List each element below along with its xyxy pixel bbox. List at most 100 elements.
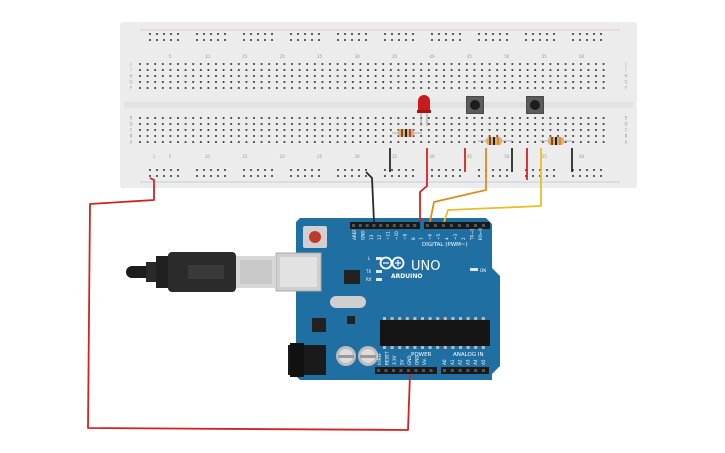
digital-pin-label: RX←0 bbox=[478, 228, 483, 240]
column-label-bottom: 30 bbox=[355, 154, 361, 159]
row-label-right: D bbox=[624, 122, 627, 127]
analog-pin-label: A4 bbox=[473, 359, 478, 365]
column-label-bottom: 50 bbox=[504, 154, 510, 159]
power-pin-label: GND bbox=[415, 355, 420, 365]
arduino-model: UNO bbox=[411, 259, 440, 274]
capacitors bbox=[336, 346, 378, 366]
digital-label: DIGITAL (PWM~) bbox=[422, 242, 468, 248]
row-label-left: H bbox=[129, 74, 132, 79]
row-label-right: A bbox=[625, 140, 628, 145]
digital-pin-label: GND bbox=[360, 230, 365, 240]
row-label-left: B bbox=[130, 134, 133, 139]
digital-pin-label: 13 bbox=[369, 234, 374, 240]
column-label-top: 60 bbox=[579, 54, 585, 59]
onboard-leds: L TX RX ON bbox=[365, 256, 486, 282]
power-pin-label: 3.3V bbox=[392, 355, 397, 365]
row-label-right: E bbox=[625, 116, 628, 121]
power-label: POWER bbox=[411, 352, 432, 358]
column-label-bottom: 5 bbox=[169, 154, 172, 159]
arduino-logo bbox=[379, 256, 405, 270]
row-label-right: J bbox=[624, 62, 626, 67]
led-l-label: L bbox=[368, 256, 371, 261]
column-label-bottom: 40 bbox=[429, 154, 435, 159]
breadboard-holes bbox=[139, 33, 605, 177]
arduino-uno-board[interactable]: L TX RX ON ARDUINO UNO DIGITAL (PWM~) PO… bbox=[275, 218, 500, 380]
column-label-bottom: 45 bbox=[467, 154, 473, 159]
digital-pin-label: 12 bbox=[377, 234, 382, 240]
column-label-bottom: 20 bbox=[280, 154, 286, 159]
crystal bbox=[330, 296, 366, 308]
digital-pin-label: ~3 bbox=[453, 233, 458, 240]
row-label-left: E bbox=[130, 116, 133, 121]
wire-red-pin8[interactable] bbox=[419, 148, 428, 222]
power-pin-label: 5V bbox=[400, 359, 405, 365]
led-rx-label: RX bbox=[366, 277, 372, 282]
wires bbox=[87, 148, 542, 431]
row-label-left: I bbox=[130, 68, 131, 73]
led-tx-label: TX bbox=[365, 269, 371, 274]
power-header[interactable] bbox=[375, 367, 437, 374]
digital-pin-label: ~10 bbox=[394, 231, 399, 240]
analog-label: ANALOG IN bbox=[453, 352, 484, 358]
power-jack[interactable] bbox=[288, 343, 326, 377]
column-label-top: 20 bbox=[280, 54, 286, 59]
digital-pin-label: 2 bbox=[461, 237, 466, 240]
column-label-top: 25 bbox=[317, 54, 323, 59]
row-label-right: G bbox=[624, 80, 627, 85]
resistor-3[interactable] bbox=[540, 137, 572, 145]
column-label-top: 15 bbox=[242, 54, 248, 59]
analog-pin-label: A1 bbox=[450, 359, 455, 365]
power-pin-label: GND bbox=[407, 355, 412, 365]
digital-pin-label: AREF bbox=[352, 229, 357, 240]
wire-yellow-pin6[interactable] bbox=[443, 148, 542, 223]
digital-pin-label: 8 bbox=[411, 237, 416, 240]
digital-header-left[interactable] bbox=[350, 222, 420, 229]
column-label-top: 40 bbox=[429, 54, 435, 59]
row-label-left: A bbox=[130, 140, 133, 145]
column-label-top: 50 bbox=[504, 54, 510, 59]
analog-pin-label: A3 bbox=[465, 359, 470, 365]
digital-pin-label: 4 bbox=[444, 237, 449, 240]
wire-black-gnd[interactable] bbox=[365, 171, 375, 223]
column-label-bottom: 60 bbox=[579, 154, 585, 159]
wire-orange-pin7[interactable] bbox=[429, 148, 487, 223]
row-label-right: B bbox=[625, 134, 628, 139]
digital-pin-label: ~11 bbox=[386, 231, 391, 240]
digital-pin-label: ~5 bbox=[436, 233, 441, 240]
row-label-left: J bbox=[129, 62, 131, 67]
digital-pin-label: 7 bbox=[419, 237, 424, 240]
resistor-1[interactable] bbox=[392, 129, 422, 137]
column-label-top: 30 bbox=[355, 54, 361, 59]
column-label-top: 45 bbox=[467, 54, 473, 59]
red-led[interactable] bbox=[417, 95, 431, 126]
pushbutton-2[interactable] bbox=[526, 96, 544, 114]
analog-header[interactable] bbox=[441, 367, 489, 374]
arduino-brand: ARDUINO bbox=[391, 273, 422, 280]
column-label-top: 10 bbox=[205, 54, 211, 59]
breadboard-center-channel bbox=[124, 102, 633, 108]
column-label-bottom: 1 bbox=[153, 154, 156, 159]
pushbutton-1[interactable] bbox=[466, 96, 484, 114]
digital-pin-label: TX→1 bbox=[470, 228, 475, 241]
row-label-right: I bbox=[625, 68, 626, 73]
digital-pin-label: ~6 bbox=[428, 233, 433, 240]
row-label-left: G bbox=[129, 80, 132, 85]
resistor-2[interactable] bbox=[478, 137, 512, 145]
row-label-right: H bbox=[624, 74, 627, 79]
usb-cable[interactable] bbox=[126, 252, 276, 292]
power-pin-label: Vin bbox=[422, 358, 427, 365]
reset-button[interactable] bbox=[303, 226, 327, 248]
column-label-top: 5 bbox=[169, 54, 172, 59]
wire-red-5v[interactable] bbox=[87, 177, 411, 431]
row-label-left: F bbox=[130, 86, 133, 91]
digital-pin-label: ~9 bbox=[402, 233, 407, 240]
row-label-left: C bbox=[130, 128, 133, 133]
column-label-bottom: 35 bbox=[392, 154, 398, 159]
digital-header-right[interactable] bbox=[424, 222, 490, 229]
